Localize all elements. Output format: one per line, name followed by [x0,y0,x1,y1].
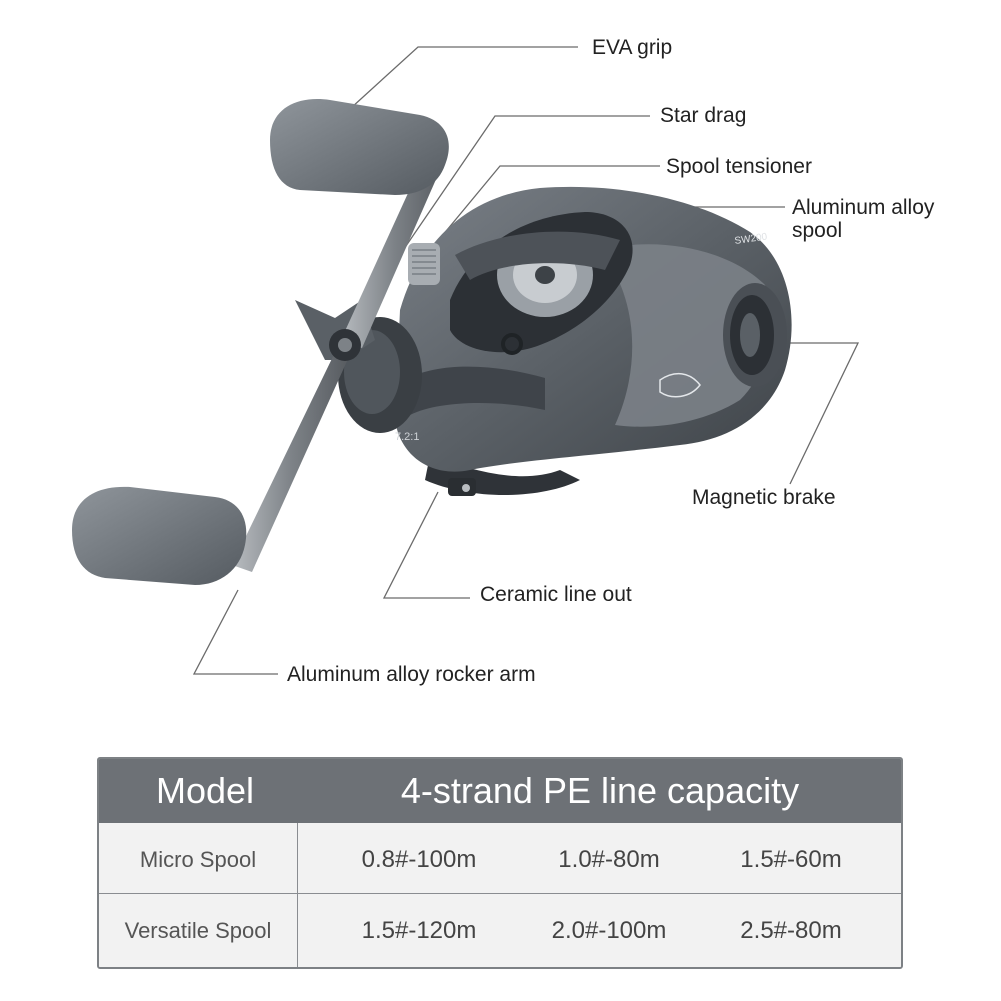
row-value: 0.8#-100m [361,846,477,873]
row-model: Micro Spool [139,847,257,872]
row-value: 2.0#-100m [551,917,667,944]
reel-diagram: SW200 7.2:1 [72,46,860,675]
reel-illustration: SW200 7.2:1 [72,99,792,585]
label-spool-tensioner: Spool tensioner [666,155,812,178]
row-value: 1.0#-80m [558,846,660,873]
leader-ceramic-line-out [382,491,470,599]
header-model: Model [155,770,255,811]
leader-magnetic-brake [780,342,860,485]
row-model: Versatile Spool [124,918,272,943]
leader-rocker-arm [192,589,278,675]
label-star-drag: Star drag [660,104,747,127]
label-eva-grip: EVA grip [592,36,673,59]
label-aluminum-spool-line2: spool [792,219,843,242]
row-value: 1.5#-60m [740,846,842,873]
leader-star-drag [394,115,650,263]
label-ceramic-line-out: Ceramic line out [480,583,632,606]
table-header: Model 4-strand PE line capacity [99,759,901,823]
spool-capacity-table: Model 4-strand PE line capacity Micro Sp… [97,757,903,969]
lower-knob [72,486,247,585]
row-value: 1.5#-120m [361,917,477,944]
header-capacity: 4-strand PE line capacity [400,770,800,811]
column-divider [297,823,298,967]
table-row: Micro Spool 0.8#-100m 1.0#-80m 1.5#-60m [99,823,901,897]
label-aluminum-spool-line1: Aluminum alloy [792,196,935,219]
upper-knob [270,99,449,195]
gear-ratio-marking: 7.2:1 [395,431,419,443]
label-rocker-arm: Aluminum alloy rocker arm [287,663,536,686]
row-value: 2.5#-80m [740,917,842,944]
reel-model-marking: SW200 [734,231,768,247]
leader-eva-grip [339,46,578,119]
row-divider [99,893,901,894]
table-row: Versatile Spool 1.5#-120m 2.0#-100m 2.5#… [99,894,901,967]
label-magnetic-brake: Magnetic brake [692,486,836,509]
